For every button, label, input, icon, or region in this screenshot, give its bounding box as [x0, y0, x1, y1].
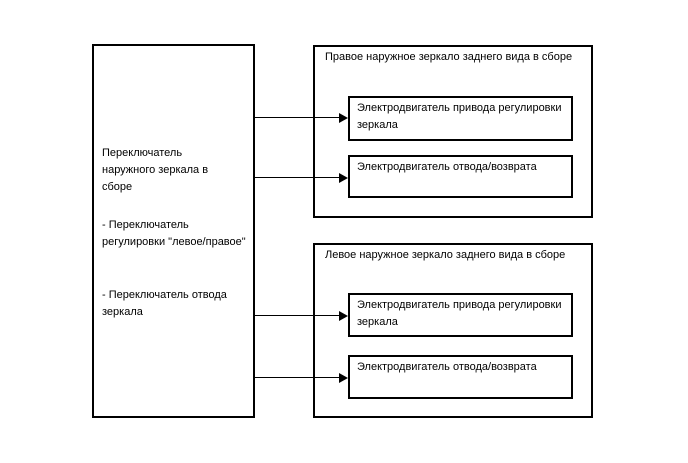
arrowhead-right-adjust-motor-icon — [339, 113, 348, 123]
left-mirror-assembly-title: Левое наружное зеркало заднего вида в сб… — [325, 249, 566, 261]
switch-assembly-box: Переключатель наружного зеркала в сборе … — [92, 44, 255, 418]
right-mirror-retract-motor-box: Электродвигатель отвода/возврата — [348, 155, 573, 198]
arrowhead-left-adjust-motor-icon — [339, 311, 348, 321]
arrow-to-left-retract-motor — [255, 377, 340, 378]
right-mirror-assembly-title: Правое наружное зеркало заднего вида в с… — [325, 51, 573, 63]
right-mirror-adjust-motor-label: Электродвигатель привода регулировки зер… — [357, 102, 562, 131]
left-mirror-retract-motor-label: Электродвигатель отвода/возврата — [357, 361, 537, 373]
switch-sub-item-adjust-left-right: - Переключатель регулировки "левое/право… — [102, 219, 246, 248]
left-mirror-adjust-motor-label: Электродвигатель привода регулировки зер… — [357, 299, 562, 328]
left-mirror-assembly-box: Левое наружное зеркало заднего вида в сб… — [313, 243, 593, 418]
left-mirror-adjust-motor-box: Электродвигатель привода регулировки зер… — [348, 293, 573, 337]
switch-sub-item-retract: - Переключатель отвода зеркала — [102, 289, 227, 318]
arrow-to-left-adjust-motor — [255, 315, 340, 316]
right-mirror-adjust-motor-box: Электродвигатель привода регулировки зер… — [348, 96, 573, 141]
right-mirror-retract-motor-label: Электродвигатель отвода/возврата — [357, 161, 537, 173]
right-mirror-assembly-box: Правое наружное зеркало заднего вида в с… — [313, 45, 593, 218]
switch-assembly-title: Переключатель наружного зеркала в сборе — [102, 147, 209, 193]
arrow-to-right-adjust-motor — [255, 117, 340, 118]
arrow-to-right-retract-motor — [255, 177, 340, 178]
arrowhead-right-retract-motor-icon — [339, 173, 348, 183]
arrowhead-left-retract-motor-icon — [339, 373, 348, 383]
left-mirror-retract-motor-box: Электродвигатель отвода/возврата — [348, 355, 573, 399]
